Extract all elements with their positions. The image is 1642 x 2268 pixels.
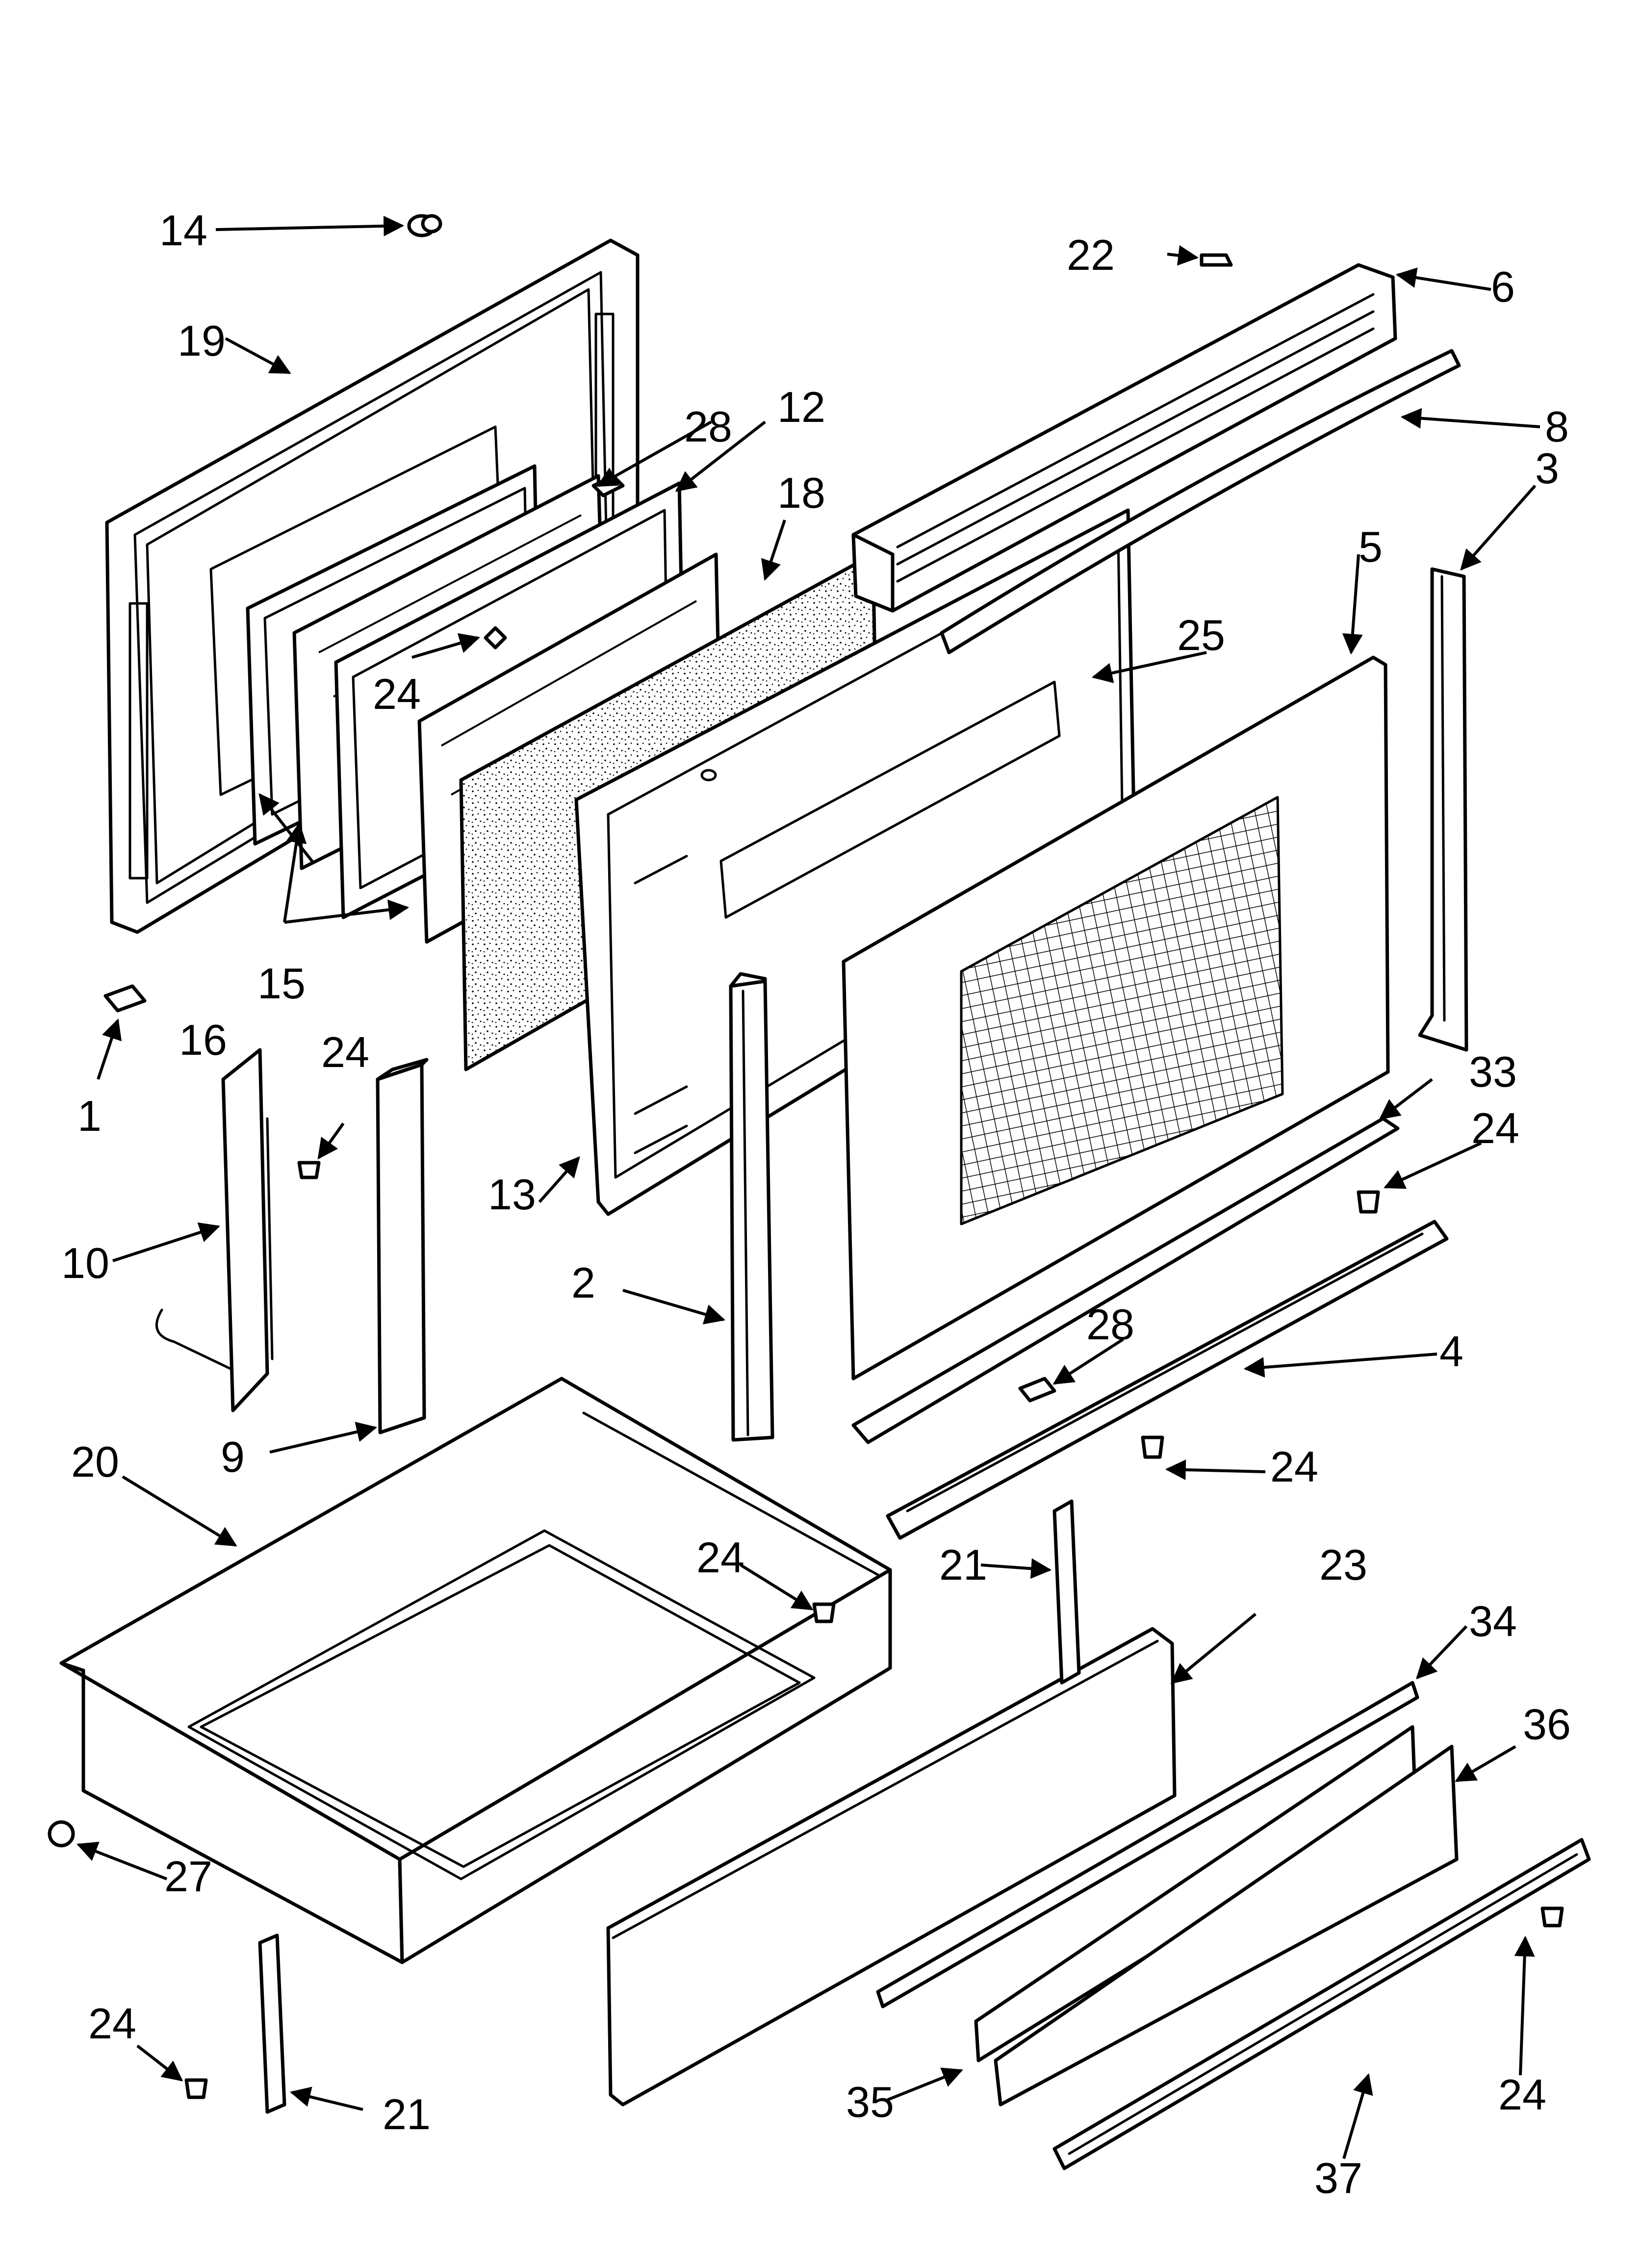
callout-9: 9	[221, 1433, 245, 1481]
callout-24-rail-right: 24	[1471, 1104, 1519, 1152]
callout-25: 25	[1177, 611, 1225, 659]
callout-37: 37	[1314, 2154, 1362, 2202]
callout-1: 1	[77, 1092, 102, 1140]
bottom-rail-part	[851, 1117, 1449, 1540]
filler-block-part	[376, 1058, 429, 1434]
callout-19: 19	[178, 316, 226, 365]
callout-13: 13	[488, 1170, 536, 1219]
callout-28-upper: 28	[684, 402, 732, 451]
callout-5: 5	[1359, 522, 1383, 571]
callout-labels: 14 19 28 12 18 24 25 5 22 6 8 3 15 16 1 …	[61, 206, 1571, 2202]
drawer-bracket-part	[258, 1499, 1081, 2114]
callout-24-rail-bottom: 24	[1270, 1442, 1318, 1491]
top-trim-panel-part	[851, 263, 1397, 613]
callout-15: 15	[257, 959, 306, 1008]
callout-35: 35	[846, 2078, 894, 2126]
leader-arrows	[77, 215, 1540, 2159]
callout-16: 16	[179, 1016, 227, 1064]
drawer-trim-part	[876, 1681, 1591, 2170]
callout-33: 33	[1469, 1047, 1517, 1096]
callout-27: 27	[164, 1852, 212, 1901]
callout-10: 10	[61, 1239, 109, 1287]
door-handle-part	[940, 349, 1461, 654]
callout-21-lower: 21	[383, 2090, 431, 2138]
callout-4: 4	[1439, 1327, 1463, 1376]
storage-drawer-part	[59, 1377, 892, 1964]
callout-8: 8	[1545, 402, 1569, 451]
callout-18: 18	[777, 469, 825, 517]
callout-24-drawer: 24	[696, 1533, 744, 1582]
callout-14: 14	[159, 206, 207, 255]
callout-24-bottom-left: 24	[88, 1999, 136, 2048]
callout-36: 36	[1523, 1700, 1571, 1748]
callout-20: 20	[71, 1437, 119, 1486]
callout-24-hinge: 24	[321, 1028, 369, 1076]
right-side-trim-part	[1418, 567, 1468, 1052]
door-hinge-part	[155, 1048, 274, 1412]
callout-34: 34	[1469, 1597, 1517, 1645]
callout-12: 12	[777, 383, 825, 431]
left-vertical-trim-part	[729, 972, 774, 1442]
callout-24-door: 24	[373, 670, 421, 718]
callout-2: 2	[571, 1258, 595, 1307]
fasteners-part	[48, 253, 1564, 2099]
drawer-front-part	[606, 1627, 1177, 2107]
callout-24-bottom-right: 24	[1498, 2070, 1546, 2119]
callout-28-lower: 28	[1086, 1300, 1134, 1349]
outer-door-window-part	[842, 655, 1390, 1381]
callout-23: 23	[1319, 1540, 1367, 1589]
callout-22: 22	[1067, 231, 1115, 279]
callout-6: 6	[1491, 262, 1515, 311]
callout-21-upper: 21	[939, 1540, 987, 1589]
door-bumper-part	[407, 214, 442, 237]
callout-3: 3	[1535, 444, 1559, 493]
